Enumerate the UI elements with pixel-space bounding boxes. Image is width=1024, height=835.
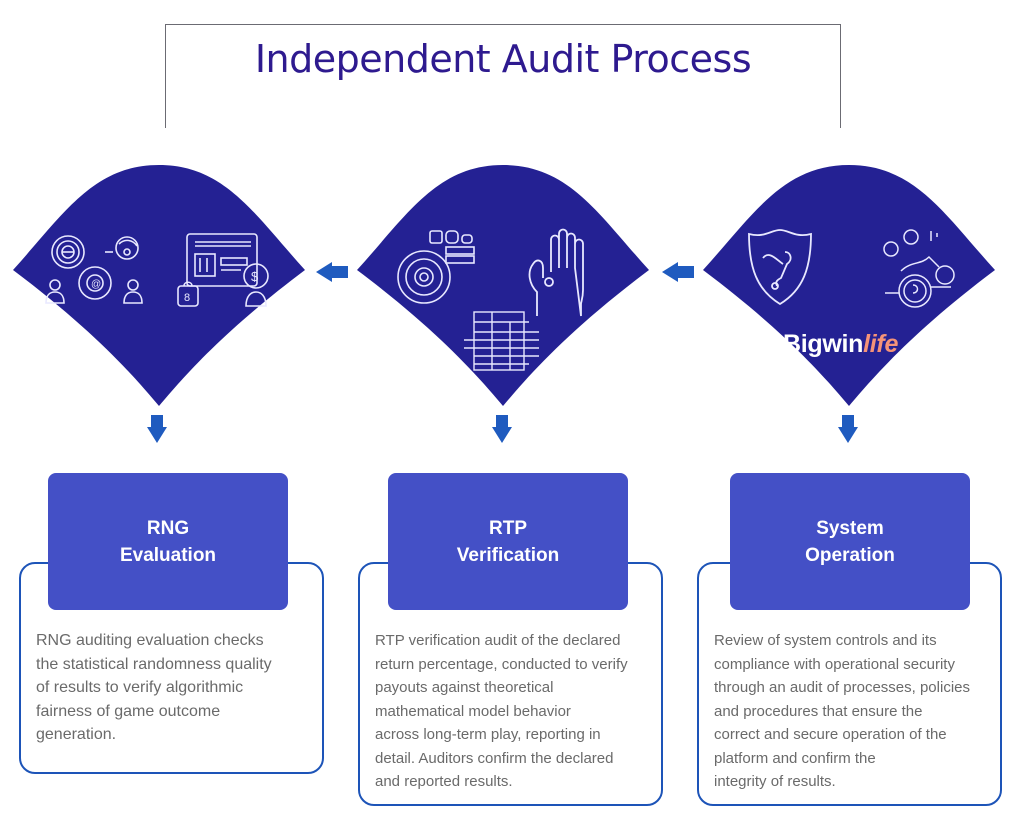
step-title-line1: RNG — [146, 517, 190, 539]
lock-icon: 8 — [177, 281, 199, 307]
brand-logo: Bigwinlife — [783, 330, 898, 359]
title-frame: Independent Audit Process — [165, 24, 841, 128]
description-line: RTP verification audit of the declared — [375, 632, 621, 649]
description-line: platform and confirm the — [714, 749, 876, 767]
description-line: across long-term play, reporting in — [375, 726, 601, 743]
description-line: through an audit of processes, policies — [714, 679, 970, 696]
ledger-stack-icon — [464, 311, 539, 371]
dashboard-icon — [186, 233, 258, 287]
hand-icon — [528, 228, 584, 317]
step-description-system: Review of system controls and its compli… — [714, 629, 984, 794]
step-header-system: System Operation — [730, 473, 970, 610]
arrow-down-1 — [147, 415, 167, 443]
gear-flower-icon — [397, 230, 475, 304]
node-shape — [703, 165, 995, 406]
step-title-line1: RTP — [489, 517, 527, 539]
description-line: payouts against theoretical — [375, 679, 554, 696]
description-line: return percentage, conducted to verify — [375, 655, 628, 673]
step-title-line2: Evaluation — [119, 544, 217, 566]
description-line: mathematical model behavior — [375, 702, 571, 720]
description-line: compliance with operational security — [714, 655, 955, 673]
description-line: and reported results. — [375, 773, 513, 790]
node-shape — [357, 165, 649, 406]
step-title-line2: Verification — [456, 544, 560, 566]
arrow-left-2 — [662, 262, 694, 282]
auditor-team-icon: @ — [45, 266, 143, 304]
description-line: detail. Auditors confirm the declared — [375, 749, 614, 767]
step-title-line1: System — [816, 517, 884, 539]
page-title: Independent Audit Process — [254, 37, 752, 81]
network-icon — [883, 229, 955, 308]
step-header-rng: RNG Evaluation — [48, 473, 288, 610]
process-node-rtp — [357, 160, 649, 408]
step-title-line2: Operation — [805, 544, 895, 566]
brand-main: Bigwin — [783, 330, 864, 358]
brand-accent: life — [863, 330, 899, 358]
shield-icon — [748, 229, 812, 306]
step-description-rng: RNG auditing evaluation checks the stati… — [36, 629, 306, 747]
svg-text:@: @ — [91, 279, 101, 290]
description-line: the statistical randomness quality — [36, 655, 272, 673]
description-line: of results to verify algorithmic — [36, 679, 244, 696]
description-line: RNG auditing evaluation checks — [36, 632, 264, 649]
description-line: and procedures that ensure the — [714, 702, 923, 720]
person-icon — [105, 236, 139, 260]
svg-text:$: $ — [251, 269, 259, 284]
description-line: correct and secure operation of the — [714, 726, 947, 743]
arrow-down-3 — [838, 415, 858, 443]
arrow-down-2 — [492, 415, 512, 443]
description-line: integrity of results. — [714, 773, 836, 790]
step-description-rtp: RTP verification audit of the declared r… — [375, 629, 645, 794]
arrow-left-1 — [316, 262, 348, 282]
description-line: fairness of game outcome — [36, 702, 221, 720]
process-node-system: Bigwinlife — [703, 160, 995, 408]
fingerprint-icon — [51, 235, 85, 269]
node-shape — [13, 165, 305, 406]
description-line: generation. — [36, 726, 117, 743]
process-node-rng: @ 8 $ — [13, 160, 305, 408]
svg-text:8: 8 — [184, 292, 190, 304]
money-bag-icon: $ — [243, 263, 269, 307]
description-line: Review of system controls and its — [714, 632, 937, 649]
step-header-rtp: RTP Verification — [388, 473, 628, 610]
